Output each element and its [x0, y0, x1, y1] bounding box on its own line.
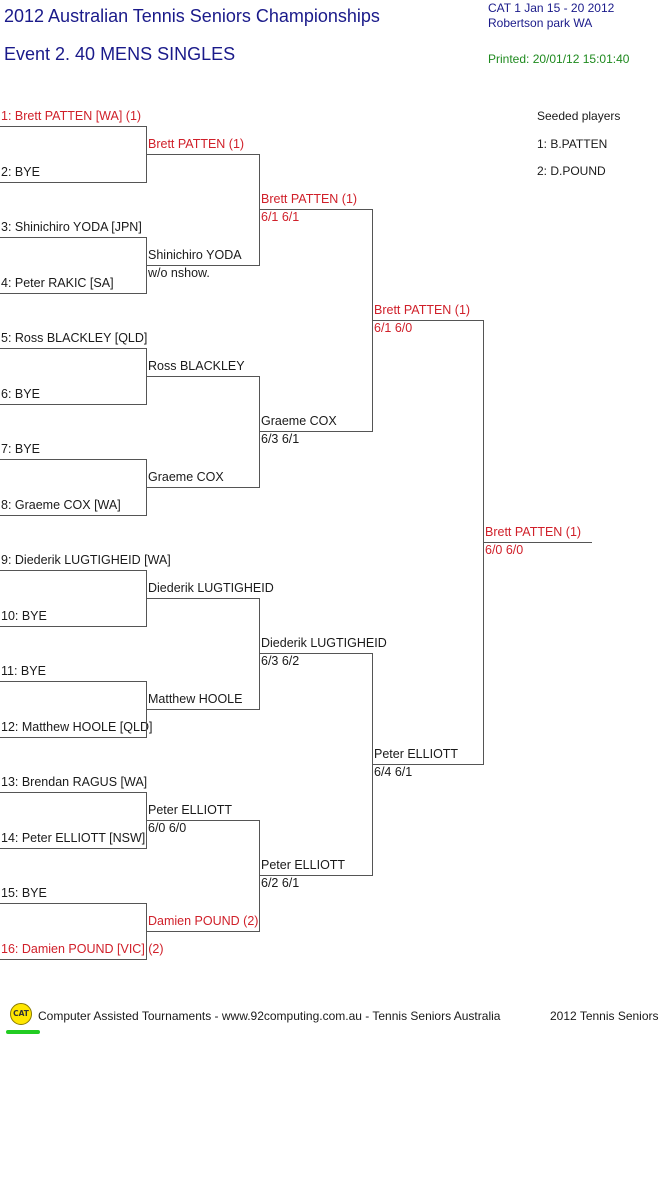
draw-line: [0, 570, 146, 571]
match-score: 6/0 6/0: [485, 543, 524, 558]
seed-entry: 1: B.PATTEN: [537, 137, 608, 151]
match-winner: Damien POUND (2): [148, 913, 259, 928]
page-title: 2012 Australian Tennis Seniors Champions…: [4, 6, 380, 26]
draw-line: [0, 792, 146, 793]
draw-entry: 6: BYE: [1, 386, 40, 401]
match-winner: Peter ELLIOTT: [148, 802, 233, 817]
event-title: Event 2. 40 MENS SINGLES: [4, 44, 236, 64]
match-winner: Diederik LUGTIGHEID: [148, 580, 274, 595]
draw-line: [146, 930, 259, 932]
draw-line: [0, 459, 146, 460]
draw-line: [0, 736, 146, 738]
draw-line: [259, 875, 372, 877]
draw-line: [372, 764, 483, 766]
match-winner: Brett PATTEN (1): [374, 303, 471, 318]
draw-line: [0, 903, 146, 904]
match-score: 6/0 6/0: [148, 820, 187, 835]
draw-entry: 3: Shinichiro YODA [JPN]: [1, 220, 142, 234]
draw-line: [259, 209, 372, 211]
match-winner: Shinichiro YODA: [148, 247, 242, 262]
draw-line: [146, 153, 259, 155]
draw-line: [372, 320, 483, 322]
draw-entry: 12: Matthew HOOLE [QLD]: [1, 719, 153, 734]
match-winner: Peter ELLIOTT: [374, 747, 459, 762]
seeded-players-heading: Seeded players: [537, 109, 621, 123]
draw-line: [0, 958, 146, 960]
draw-line: [146, 264, 259, 266]
draw-line: [483, 542, 592, 544]
match-score: 6/1 6/1: [261, 210, 300, 225]
draw-entry: 4: Peter RAKIC [SA]: [1, 275, 114, 290]
draw-entry: 8: Graeme COX [WA]: [1, 497, 121, 512]
draw-line: [0, 237, 146, 238]
category-dates: CAT 1 Jan 15 - 20 2012: [488, 1, 615, 15]
draw-entry: 9: Diederik LUGTIGHEID [WA]: [1, 553, 171, 567]
draw-line: [0, 625, 146, 627]
draw-line: [0, 181, 146, 183]
draw-line: [0, 348, 146, 349]
match-score: 6/3 6/2: [261, 654, 300, 669]
draw-line: [259, 431, 372, 433]
draw-line: [0, 403, 146, 405]
draw-entry: 11: BYE: [1, 664, 46, 678]
draw-line: [0, 847, 146, 849]
match-winner: Graeme COX: [148, 469, 224, 484]
printed-timestamp: Printed: 20/01/12 15:01:40: [488, 52, 630, 66]
footer-right-text: 2012 Tennis Seniors: [550, 1009, 659, 1023]
seed-entry: 2: D.POUND: [537, 164, 606, 178]
draw-entry: 5: Ross BLACKLEY [QLD]: [1, 331, 148, 345]
match-score: 6/2 6/1: [261, 876, 300, 891]
draw-entry: 10: BYE: [1, 608, 47, 623]
draw-line: [146, 486, 259, 488]
draw-line: [0, 126, 146, 127]
draw-entry: 13: Brendan RAGUS [WA]: [1, 775, 148, 789]
match-winner: Peter ELLIOTT: [261, 858, 346, 873]
draw-line: [146, 708, 259, 710]
match-score: 6/1 6/0: [374, 321, 413, 336]
match-winner: Brett PATTEN (1): [148, 136, 245, 151]
match-score: 6/4 6/1: [374, 765, 413, 780]
match-winner: Matthew HOOLE: [148, 691, 243, 706]
draw-entry: 15: BYE: [1, 886, 47, 900]
cat-logo-icon: CAT: [10, 1003, 32, 1025]
match-winner: Graeme COX: [261, 414, 337, 429]
venue: Robertson park WA: [488, 16, 593, 30]
draw-line: [146, 375, 259, 377]
footer-text: Computer Assisted Tournaments - www.92co…: [38, 1009, 501, 1023]
draw-line: [0, 514, 146, 516]
draw-line: [0, 292, 146, 294]
draw-line: [146, 597, 259, 599]
champion: Brett PATTEN (1): [485, 525, 582, 540]
draw-entry: 16: Damien POUND [VIC] (2): [1, 941, 164, 956]
draw-line: [0, 681, 146, 682]
match-winner: Diederik LUGTIGHEID: [261, 636, 387, 651]
draw-line: [259, 653, 372, 655]
logo-underline: [6, 1030, 40, 1034]
draw-line: [146, 819, 259, 821]
draw-entry: 1: Brett PATTEN [WA] (1): [1, 109, 142, 123]
draw-entry: 7: BYE: [1, 442, 40, 456]
match-winner: Brett PATTEN (1): [261, 192, 358, 207]
match-winner: Ross BLACKLEY: [148, 358, 245, 373]
draw-entry: 2: BYE: [1, 164, 40, 179]
draw-entry: 14: Peter ELLIOTT [NSW]: [1, 830, 146, 845]
match-score: w/o nshow.: [148, 265, 210, 280]
match-score: 6/3 6/1: [261, 432, 300, 447]
